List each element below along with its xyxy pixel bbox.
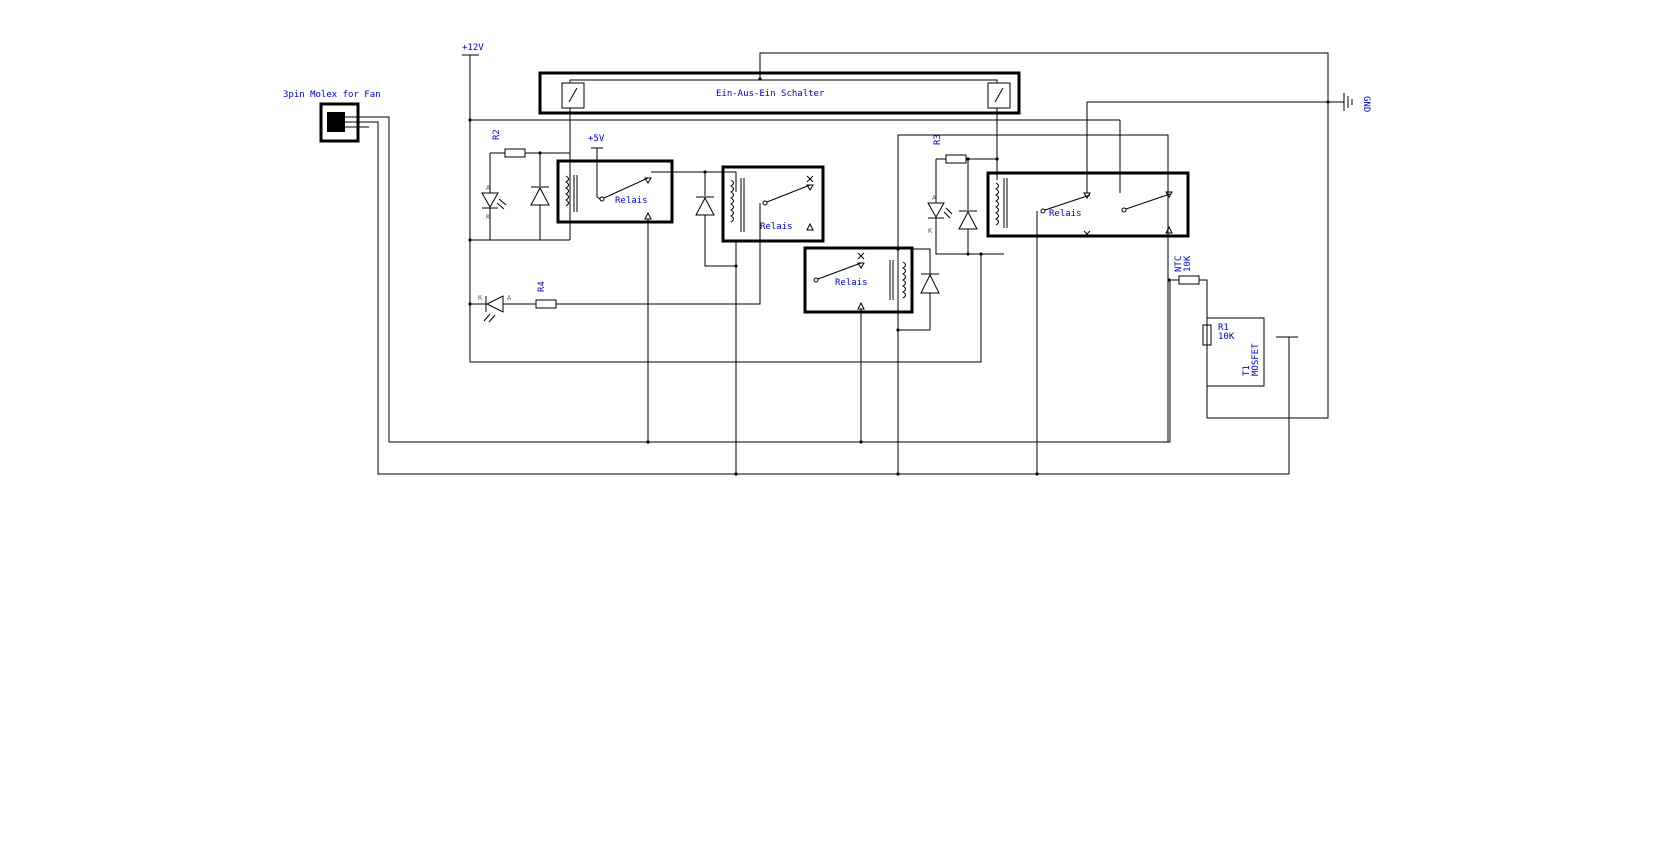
t1-label-2: MOSFET (1251, 343, 1261, 376)
switch-ein-aus-ein (538, 71, 1021, 115)
resistor-r4 (535, 299, 557, 309)
resistor-r3 (945, 154, 967, 164)
r3-label: R3 (933, 134, 943, 145)
diode-middle (695, 172, 736, 267)
v12-label: +12V (462, 43, 484, 53)
relay-3-label: Relais (835, 278, 868, 288)
relay-1 (556, 159, 674, 224)
diode-relay3 (897, 239, 940, 474)
mosfet-t1 (1276, 336, 1298, 386)
r4-label: R4 (537, 281, 547, 292)
fan-connector (319, 102, 360, 143)
ntc-label-2: 10K (1183, 255, 1193, 272)
relay-1-label: Relais (615, 196, 648, 206)
led-lower-pin-k: K (478, 294, 483, 302)
relay-4-label: Relais (1049, 209, 1082, 219)
v5-label: +5V (588, 134, 605, 144)
relay-2-label: Relais (760, 222, 793, 232)
t1-label-1: T1 (1242, 365, 1252, 376)
diode-right (958, 159, 978, 254)
r1-label-2: 10K (1218, 332, 1235, 342)
led-left-pin-k: K (486, 213, 491, 221)
led-right-pin-a: A (932, 194, 937, 202)
ntc-thermistor (1178, 275, 1200, 285)
switch-label: Ein-Aus-Ein Schalter (716, 89, 825, 99)
gnd-label: GND (1361, 96, 1371, 112)
relay-2 (721, 165, 825, 243)
r1-label-1: R1 (1218, 323, 1229, 333)
fan-connector-label: 3pin Molex for Fan (283, 90, 381, 100)
relay-3 (803, 246, 914, 314)
led-lower-pin-a: A (507, 294, 512, 302)
ntc-label-1: NTC (1174, 256, 1184, 272)
led-left-pin-a: A (486, 184, 491, 192)
led-left (481, 153, 507, 240)
resistor-r2 (504, 148, 526, 158)
relay-4 (986, 171, 1190, 238)
diode-left (530, 153, 550, 240)
led-right-pin-k: K (928, 227, 933, 235)
led-lower (470, 295, 504, 323)
r2-label: R2 (492, 129, 502, 140)
